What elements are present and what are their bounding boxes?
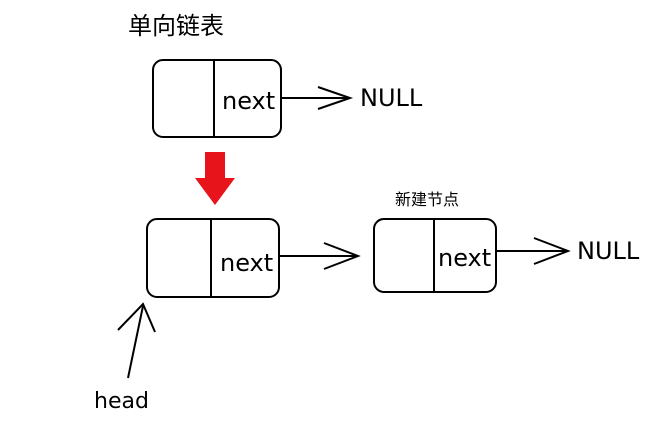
head-node-box [146,218,280,298]
head-node-next-label: next [220,249,273,277]
diagram-title: 单向链表 [128,12,224,40]
bottom-null-label: NULL [577,237,640,265]
new-node-caption: 新建节点 [395,190,459,209]
transition-arrow [195,152,235,205]
top-node: next [152,59,282,138]
top-node-next-label: next [222,87,275,115]
new-node-next-label: next [438,244,491,272]
new-node-next-arrow [496,237,571,265]
head-pointer-label: head [94,389,149,414]
head-node-next-arrow [279,242,361,270]
head-pointer-arrow [117,302,156,379]
new-node: next [373,218,497,293]
head-node: next [146,218,280,298]
top-node-next-arrow [281,86,354,110]
top-null-label: NULL [360,84,423,112]
